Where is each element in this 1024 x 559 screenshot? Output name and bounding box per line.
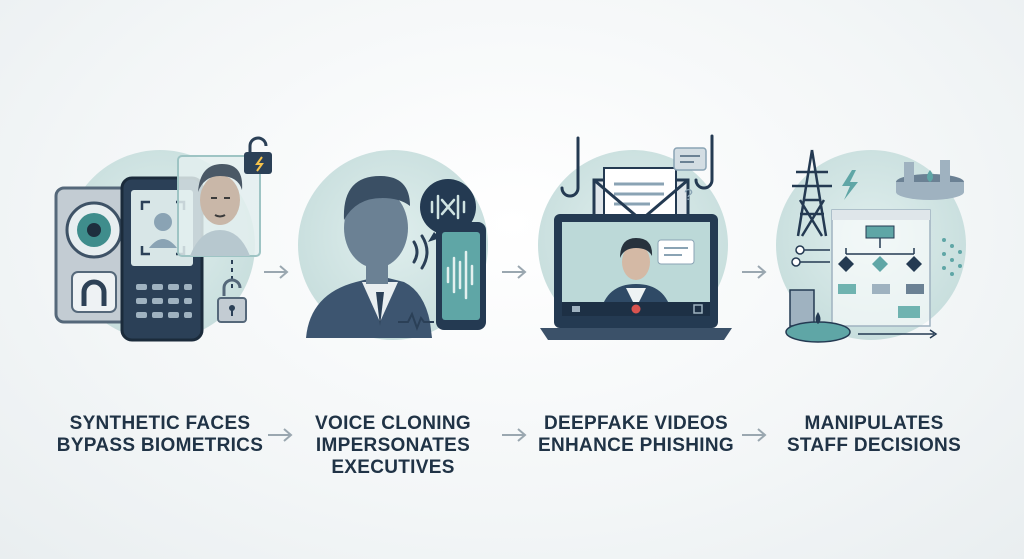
biometric-illustration [54,136,272,342]
water-tank-icon [896,160,964,200]
stage-label-staff-decisions: MANIPULATES STAFF DECISIONS [759,413,989,457]
circuit-lines [791,245,938,339]
stage-label-deepfake-videos: DEEPFAKE VIDEOS ENHANCE PHISHING [521,413,751,457]
chat-bubble-icon [657,239,695,265]
muted-audio-icon [420,179,476,242]
flowchart-icon [831,209,931,327]
fingerprint-icon [71,271,117,313]
question-mark-icon: ? [684,187,693,204]
label-line: IMPERSONATES [315,435,471,456]
label-arrow [502,428,527,442]
flow-arrow [742,265,767,279]
audio-trace-icon [398,311,434,331]
data-dots-icon [942,238,962,276]
chat-bubble-icon [673,147,707,171]
flow-arrow [502,265,527,279]
lightning-icon [842,170,858,200]
label-arrow [268,428,293,442]
label-arrow [742,428,767,442]
fishing-hook-icon [560,134,714,198]
smartphone-icon [436,222,486,330]
infrastructure-illustration [785,149,964,343]
label-line: VOICE CLONING [315,413,471,434]
label-line: EXECUTIVES [331,457,455,478]
water-basin-icon [785,289,851,343]
label-line: SYNTHETIC FACES [69,413,251,434]
voice-illustration [306,176,486,338]
power-tower-icon [792,149,832,237]
label-line: ENHANCE PHISHING [538,435,734,456]
flow-arrow [264,265,289,279]
synthetic-face-card [177,155,261,257]
deepfake-illustration: ? [540,134,732,340]
label-line: BYPASS BIOMETRICS [56,435,264,456]
stage-label-synthetic-faces: SYNTHETIC FACES BYPASS BIOMETRICS [45,413,275,457]
label-line: MANIPULATES [804,413,944,434]
unlocked-padlock-icon [244,136,272,174]
label-line: STAFF DECISIONS [786,435,962,456]
open-padlock-icon [217,278,247,323]
label-line: DEEPFAKE VIDEOS [544,413,728,434]
stage-label-voice-cloning: VOICE CLONING IMPERSONATES EXECUTIVES [278,413,508,479]
sound-wave-icon [412,234,429,270]
laptop-video-call-icon [540,214,732,340]
